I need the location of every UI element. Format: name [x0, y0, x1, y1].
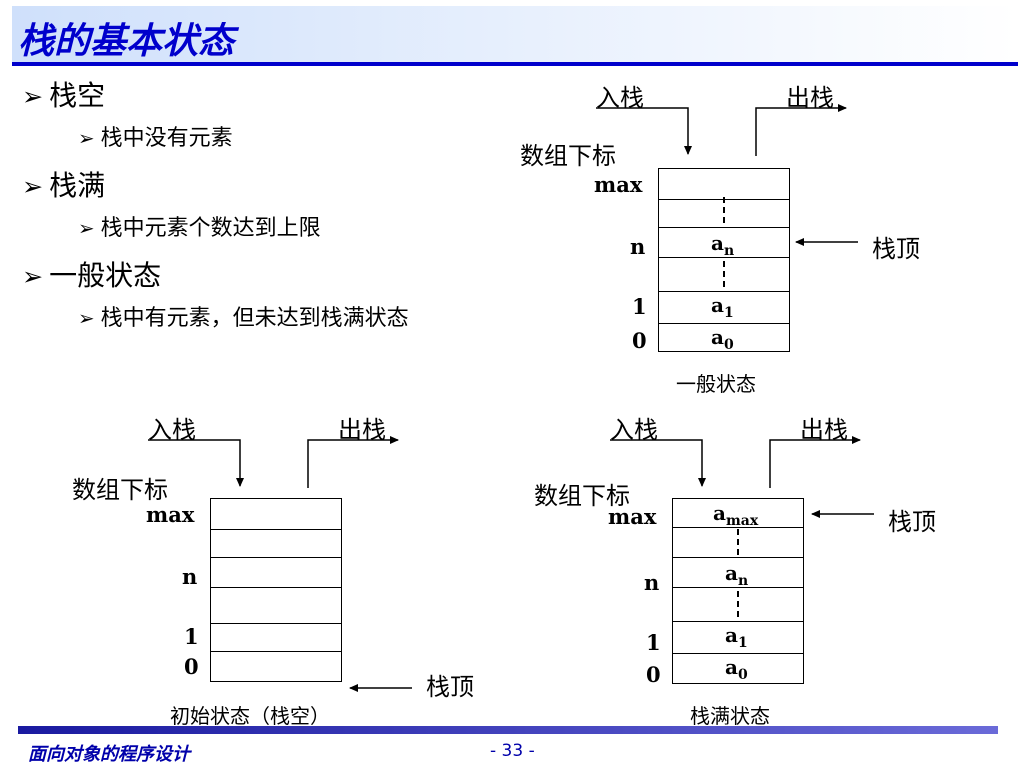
stack-cell-divider — [659, 291, 789, 292]
title-bar — [12, 6, 1018, 62]
pop-label: 出栈 — [800, 416, 848, 444]
bullet-item: ➢栈满 — [22, 169, 106, 202]
top-label: 栈顶 — [872, 235, 920, 263]
index-n: n — [182, 564, 198, 589]
element-a-max: amax — [713, 501, 759, 529]
top-label: 栈顶 — [888, 508, 936, 536]
bullet-arrow-icon: ➢ — [78, 127, 95, 150]
sub-bullet-item: ➢栈中没有元素 — [78, 126, 233, 151]
push-label: 入栈 — [596, 84, 644, 112]
pop-arrow — [755, 104, 847, 156]
stack-cell-divider — [211, 651, 341, 652]
index-label: 数组下标 — [520, 142, 616, 170]
stack-cell-divider — [659, 257, 789, 258]
index-max: max — [594, 172, 643, 197]
bullet-arrow-icon: ➢ — [78, 217, 95, 240]
bullet-arrow-icon: ➢ — [22, 172, 44, 201]
element-a-n: an — [711, 231, 735, 259]
slide-title: 栈的基本状态 — [18, 21, 235, 62]
footer-line — [18, 726, 998, 734]
index-1: 1 — [646, 630, 661, 655]
stack-cell-divider — [659, 323, 789, 324]
pop-label: 出栈 — [338, 416, 386, 444]
bullet-arrow-icon: ➢ — [22, 82, 44, 111]
push-label: 入栈 — [148, 416, 196, 444]
stack-cell-divider — [211, 587, 341, 588]
stack-array: an a1 a0 — [658, 168, 790, 353]
push-label: 入栈 — [610, 416, 658, 444]
pop-arrow — [307, 436, 399, 488]
continuation-dash — [723, 261, 725, 287]
diagram-caption: 一般状态 — [676, 372, 756, 396]
index-0: 0 — [632, 328, 647, 353]
stack-array: amax an a1 a0 — [672, 498, 804, 684]
course-name: 面向对象的程序设计 — [28, 744, 190, 765]
stack-cell-divider — [659, 227, 789, 228]
index-label: 数组下标 — [72, 476, 168, 504]
index-1: 1 — [184, 624, 199, 649]
bullet-item: ➢栈空 — [22, 79, 106, 112]
stack-cell-divider — [211, 623, 341, 624]
continuation-dash — [737, 529, 739, 555]
stack-array — [210, 498, 342, 682]
index-0: 0 — [184, 654, 199, 679]
continuation-dash — [723, 197, 725, 223]
sub-bullet-item: ➢栈中元素个数达到上限 — [78, 216, 321, 241]
stack-cell-divider — [211, 529, 341, 530]
push-arrow — [596, 107, 692, 155]
pop-label: 出栈 — [786, 84, 834, 112]
push-arrow — [610, 439, 706, 487]
pop-arrow — [769, 436, 861, 488]
diagram-caption: 栈满状态 — [690, 704, 770, 728]
element-a-1: a1 — [711, 293, 734, 321]
element-a-n: an — [725, 561, 749, 589]
stack-cell-divider — [673, 587, 803, 588]
stack-cell-divider — [673, 621, 803, 622]
continuation-dash — [737, 591, 739, 617]
top-label: 栈顶 — [426, 673, 474, 701]
index-1: 1 — [632, 294, 647, 319]
element-a-0: a0 — [725, 655, 748, 683]
stack-cell-divider — [673, 653, 803, 654]
index-max: max — [608, 504, 657, 529]
bullet-arrow-icon: ➢ — [22, 262, 44, 291]
diagram-caption: 初始状态（栈空） — [170, 704, 330, 728]
stack-cell-divider — [211, 557, 341, 558]
stack-cell-divider — [673, 527, 803, 528]
title-underline — [12, 62, 1018, 66]
bullet-item: ➢一般状态 — [22, 259, 162, 292]
index-label: 数组下标 — [534, 482, 630, 510]
push-arrow — [148, 439, 244, 487]
index-max: max — [146, 502, 195, 527]
stack-cell-divider — [673, 557, 803, 558]
index-n: n — [630, 234, 646, 259]
sub-bullet-item: ➢栈中有元素，但未达到栈满状态 — [78, 306, 409, 331]
element-a-1: a1 — [725, 623, 748, 651]
page-number: - 33 - — [490, 741, 535, 761]
bullet-arrow-icon: ➢ — [78, 307, 95, 330]
index-0: 0 — [646, 662, 661, 687]
index-n: n — [644, 570, 660, 595]
element-a-0: a0 — [711, 325, 734, 353]
